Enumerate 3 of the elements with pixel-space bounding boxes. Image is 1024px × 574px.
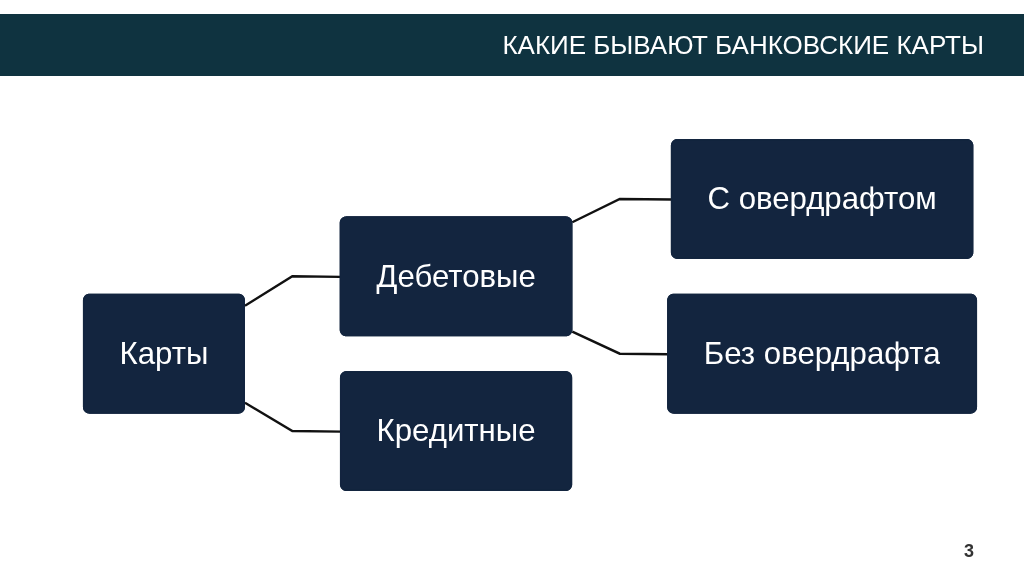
page-number: 3 bbox=[964, 541, 974, 561]
connector bbox=[244, 275, 341, 307]
title: КАКИЕ БЫВАЮТ БАНКОВСКИЕ КАРТЫ bbox=[502, 30, 984, 61]
